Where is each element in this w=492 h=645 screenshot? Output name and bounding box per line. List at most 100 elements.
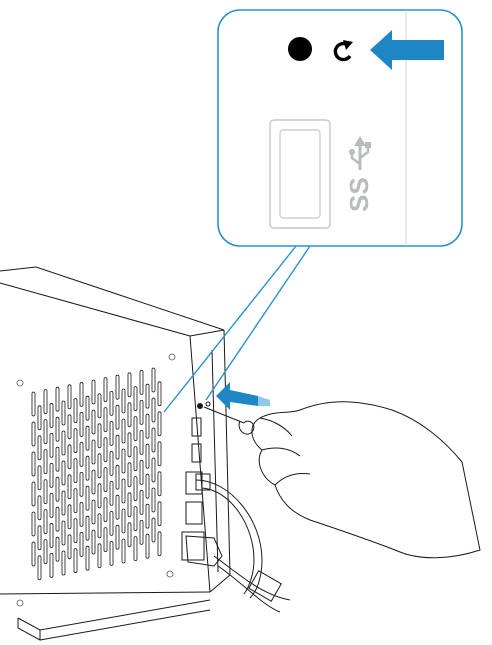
vent-slot (151, 487, 156, 513)
reset-hole (197, 403, 203, 409)
vent-slot (79, 532, 84, 557)
vent-slot (151, 517, 156, 543)
vent-slot (151, 457, 156, 483)
vent-slot (127, 432, 132, 458)
vent-slot (103, 377, 108, 403)
vent-slot (31, 451, 36, 477)
vent-slot (79, 471, 84, 497)
vent-slot (157, 381, 162, 407)
vent-slot (145, 533, 150, 559)
vent-slot (73, 458, 78, 484)
rear-ports (181, 401, 211, 561)
vent-slot (121, 478, 126, 504)
vent-slot (127, 402, 132, 428)
vent-slot (49, 402, 54, 428)
vent-slot (61, 490, 66, 516)
vent-slot (73, 398, 78, 424)
usb-logo-text: SS (344, 177, 374, 212)
vent-slot (103, 437, 108, 463)
vent-slot (157, 411, 162, 437)
vent-slot (85, 455, 90, 481)
vent-slot (79, 501, 84, 527)
vent-slot (85, 485, 90, 511)
usb-port-2 (191, 443, 202, 463)
vent-slot (61, 430, 66, 456)
vent-slot (151, 397, 156, 423)
vent-slot (103, 467, 108, 493)
vent-slot (133, 476, 138, 502)
vent-slot (73, 518, 78, 543)
vent-slot (31, 511, 36, 537)
vent-slot (115, 464, 120, 490)
vent-slot (133, 416, 138, 442)
vent-slot (37, 495, 42, 521)
vent-slot (139, 520, 144, 545)
vent-slot (67, 474, 72, 500)
vent-slot (109, 510, 114, 536)
vent-slot (55, 446, 60, 472)
vent-slot (31, 391, 36, 417)
vent-slot (97, 483, 102, 509)
vent-slot (91, 409, 96, 435)
vent-slot (133, 446, 138, 472)
vent-slot (49, 432, 54, 458)
vent-slot (79, 381, 84, 407)
vent-slot (157, 531, 162, 557)
vent-slot (127, 492, 132, 518)
vent-slot (145, 443, 150, 469)
vent-slot (139, 399, 144, 425)
screw-icons (16, 353, 176, 607)
vent-slot (97, 513, 102, 539)
vent-slot (37, 525, 42, 551)
black-circle-icon (288, 37, 312, 61)
callout-leader (163, 245, 311, 413)
vent-slot (43, 389, 48, 415)
vent-slot (115, 524, 120, 550)
vent-slot (31, 421, 36, 447)
vent-slot (121, 448, 126, 474)
vent-slot (55, 536, 60, 562)
vent-slot (55, 476, 60, 502)
vent-slot (121, 388, 126, 414)
vent-slot (145, 503, 150, 529)
vent-slot (73, 428, 78, 454)
vent-slot (85, 425, 90, 451)
vent-slot (79, 441, 84, 467)
vent-slot (145, 473, 150, 499)
vent-slot (61, 400, 66, 426)
hand-with-pin (203, 401, 481, 559)
vent-slot (109, 390, 114, 416)
ventilation-grille (31, 367, 162, 581)
vent-slot (85, 515, 90, 541)
vent-slot (61, 520, 66, 546)
usb-port-1 (191, 417, 202, 437)
vent-slot (79, 411, 84, 437)
ethernet-port-2 (185, 501, 203, 525)
insert-arrow-icon (216, 382, 270, 410)
vent-slot (55, 386, 60, 412)
vent-slot (97, 453, 102, 479)
vent-slot (109, 450, 114, 476)
vent-slot (43, 479, 48, 505)
vent-slot (121, 418, 126, 444)
vent-slot (91, 499, 96, 525)
vent-slot (85, 545, 90, 571)
vent-slot (109, 480, 114, 506)
vent-slot (139, 429, 144, 455)
vent-slot (61, 460, 66, 486)
vent-slot (97, 543, 102, 569)
vent-slot (97, 423, 102, 449)
vent-slot (115, 434, 120, 460)
vent-slot (103, 407, 108, 433)
usb-superspeed-logo: SS (344, 136, 374, 212)
vent-slot (61, 550, 66, 576)
vent-slot (43, 419, 48, 445)
vent-slot (127, 462, 132, 488)
vent-slot (91, 469, 96, 495)
vent-slot (139, 489, 144, 515)
vent-slot (127, 372, 132, 398)
vent-slot (97, 393, 102, 419)
vent-slot (103, 527, 108, 552)
power-led (205, 401, 211, 407)
